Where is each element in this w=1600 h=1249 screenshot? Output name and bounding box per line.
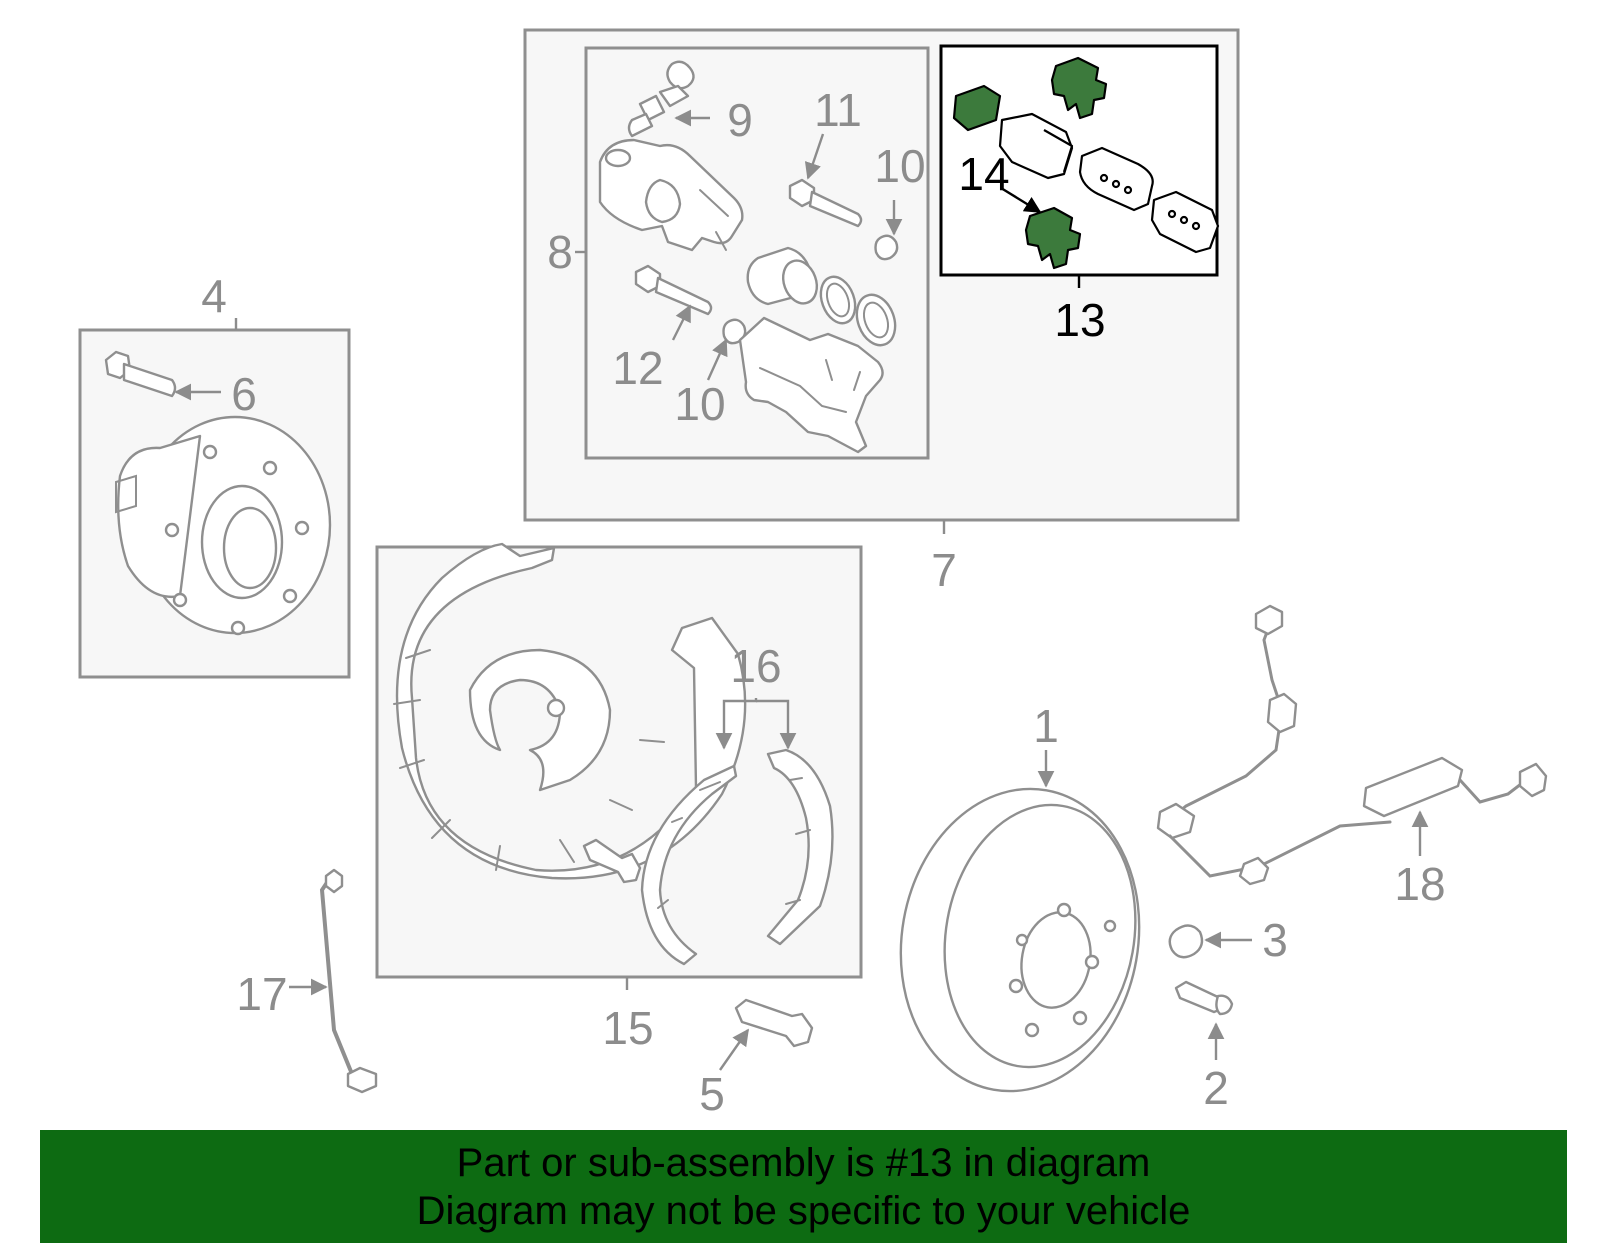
inner-pad [998,112,1074,180]
outer-pad-1 [1078,146,1154,212]
pad-clip-lower [1024,206,1082,270]
caliper-piston [746,246,819,306]
callout-8: 8 [547,226,573,278]
callout-6: 6 [231,368,257,420]
banner-line-disclaimer: Diagram may not be specific to your vehi… [416,1188,1191,1233]
rotor-screw [1174,980,1234,1016]
callout-2: 2 [1203,1062,1229,1114]
brake-pad-kit [952,56,1220,270]
caliper-mount-bolt [734,998,814,1048]
pad-clip-upper [1050,56,1108,120]
callout-14: 14 [958,148,1009,200]
callout-18: 18 [1394,858,1445,910]
callout-12: 12 [612,342,663,394]
callout-9: 9 [727,94,753,146]
bleeder-screw [627,60,695,138]
backing-plate-bolt [582,838,642,884]
guide-bolt-upper [788,178,863,228]
callout-17: 17 [236,968,287,1020]
banner-line-part: Part or sub-assembly is #13 in diagram [456,1140,1151,1185]
caliper-body [598,138,744,252]
callout-10-lower: 10 [674,378,725,430]
backing-plate [393,542,747,880]
guide-bolt-lower [634,264,713,316]
callout-11: 11 [814,84,862,136]
parking-brake-shoes [640,748,834,966]
callout-15: 15 [602,1002,653,1054]
callout-16: 16 [730,640,781,692]
callout-13: 13 [1054,294,1105,346]
callout-7: 7 [931,544,957,596]
info-banner: Part or sub-assembly is #13 in diagram D… [40,1130,1567,1243]
callout-10-upper: 10 [874,140,925,192]
caliper-bracket [738,316,884,454]
callout-5: 5 [699,1068,725,1120]
callout-1: 1 [1033,700,1059,752]
brake-rotor [899,787,1141,1093]
piston-seal [819,275,857,325]
guide-cap-lower [722,318,747,345]
callout-3: 3 [1262,914,1288,966]
wheel-hub [115,415,332,636]
rotor-plug [1168,924,1204,959]
wheel-speed-sensor [1156,604,1548,886]
pad-shim [952,84,1002,132]
guide-cap-upper [874,234,899,261]
callout-4: 4 [201,270,227,322]
brake-hose [319,868,378,1094]
